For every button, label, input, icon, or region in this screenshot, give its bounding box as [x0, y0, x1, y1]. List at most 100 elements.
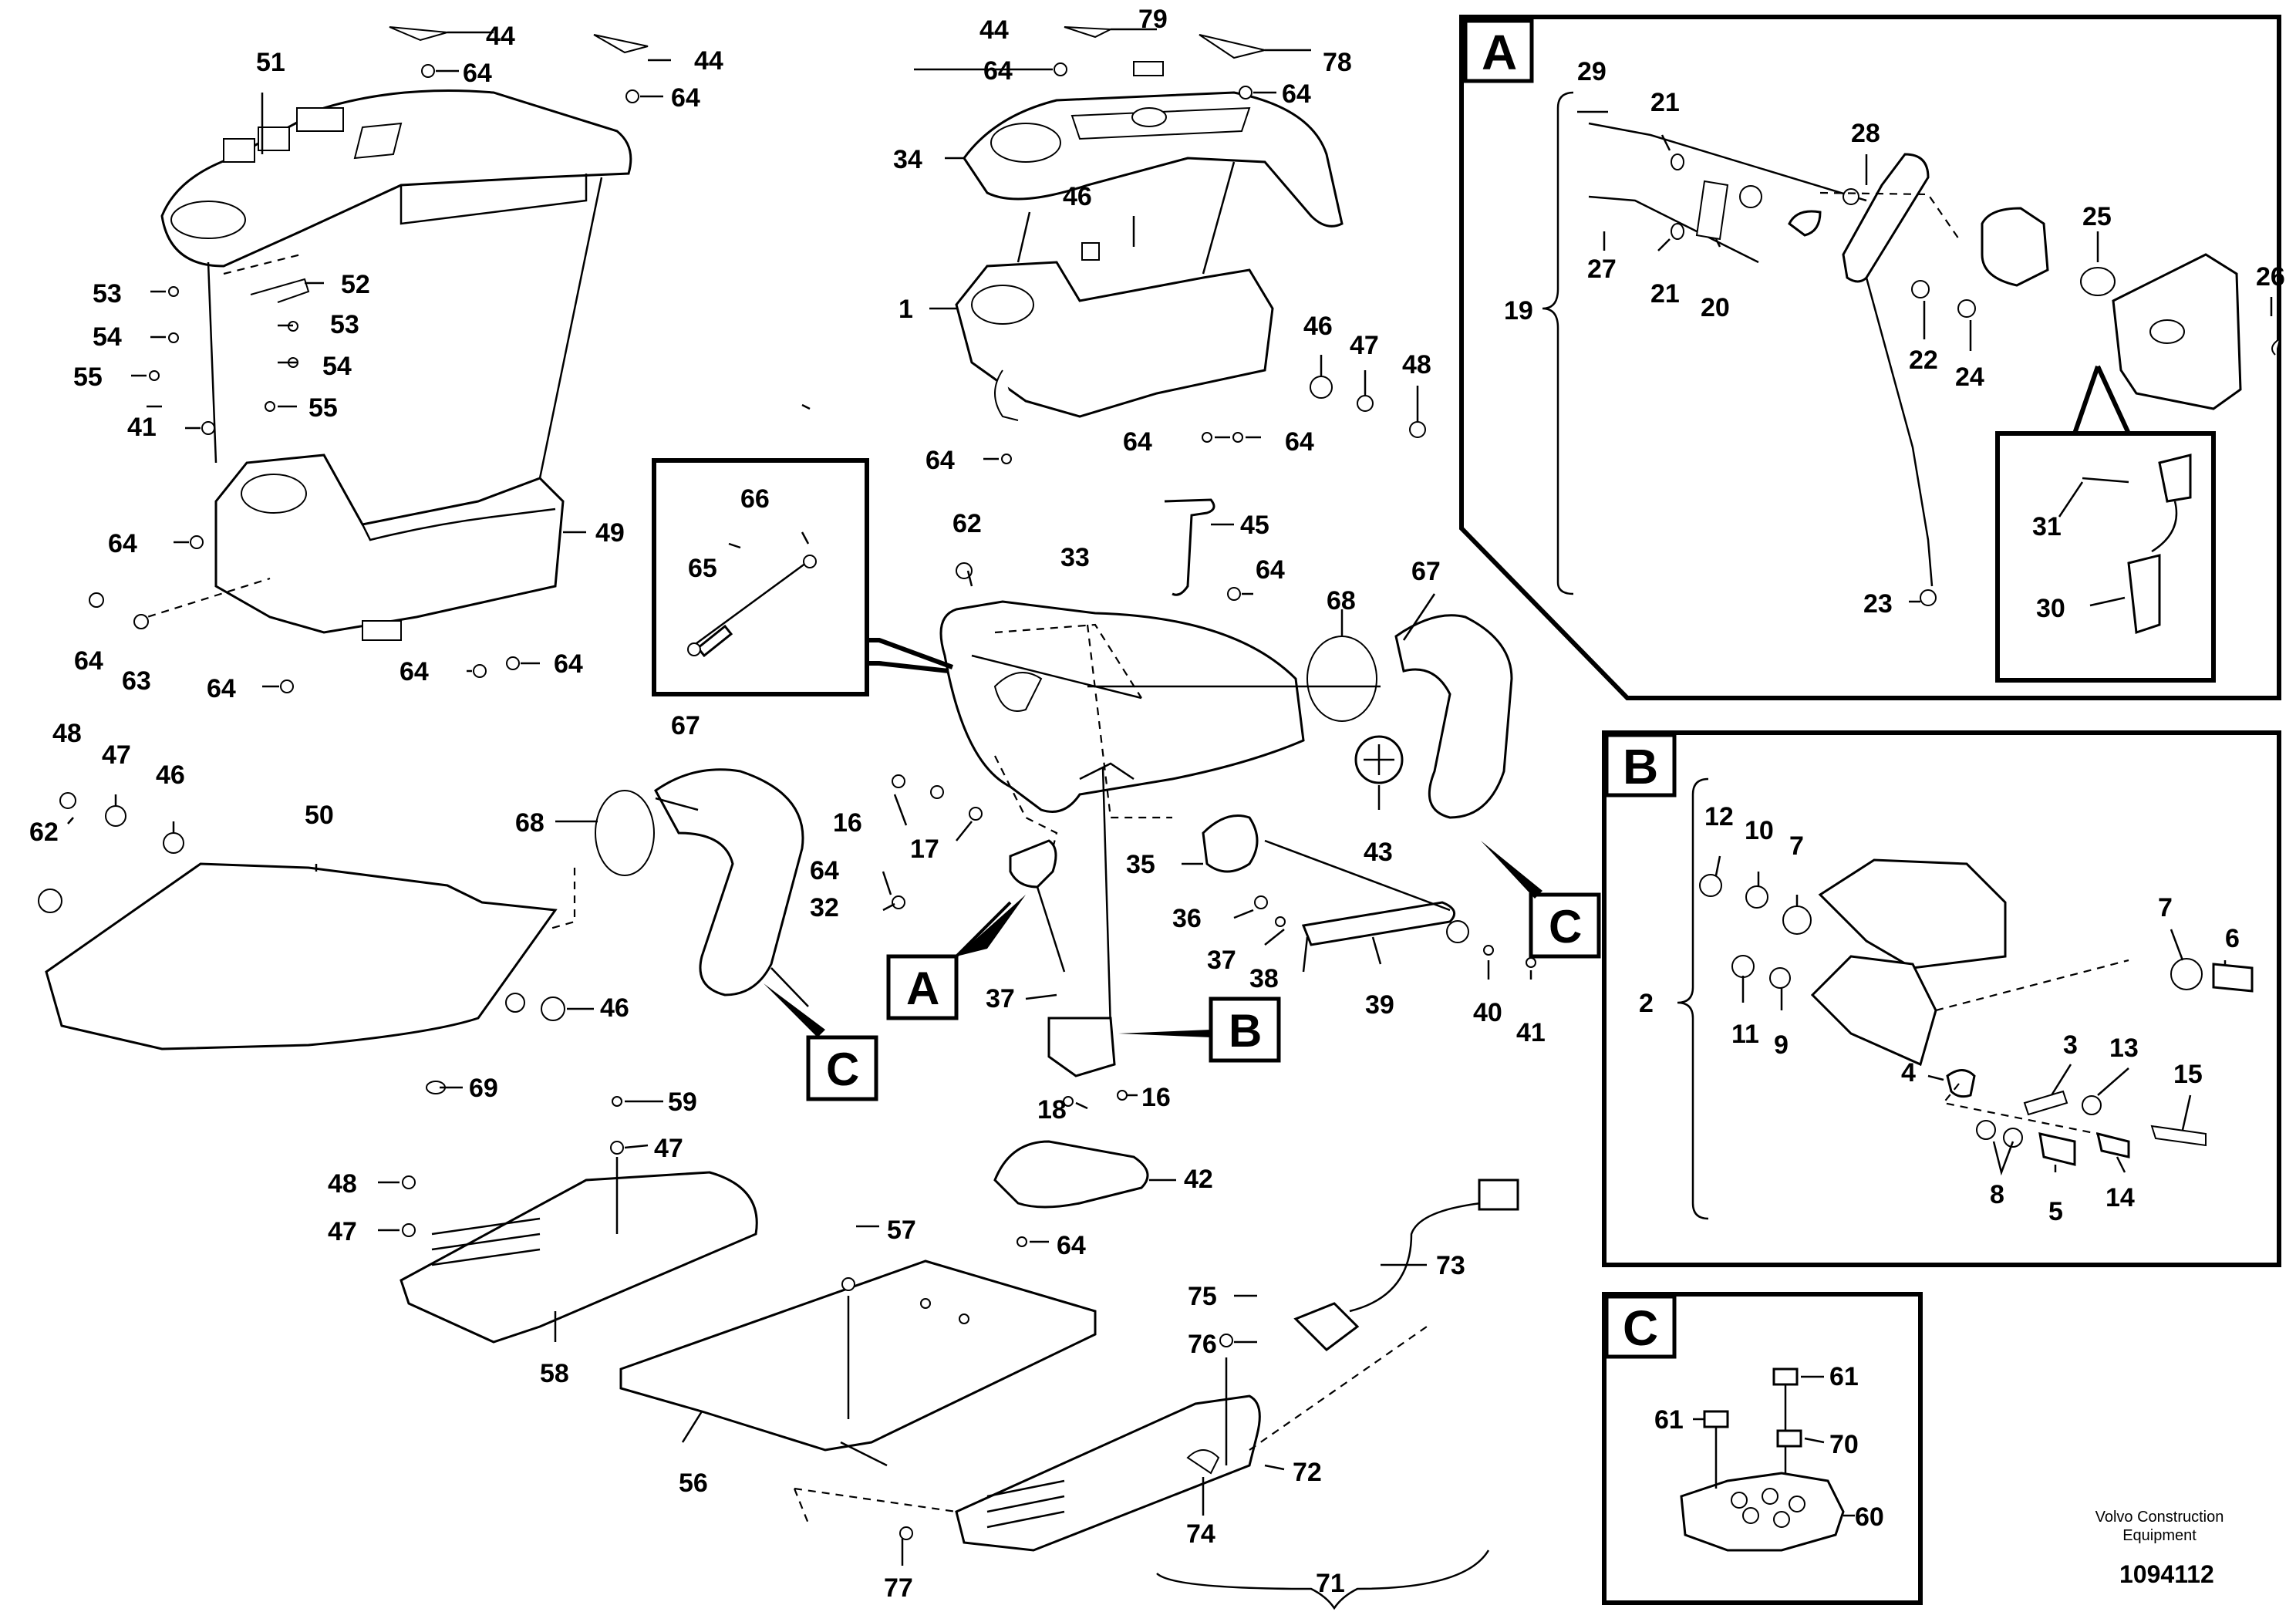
ref-box-c-left [764, 983, 878, 1101]
label-75: 75 [1188, 1282, 1217, 1311]
leader-lines [67, 28, 2273, 1566]
label-64-c: 64 [108, 529, 137, 558]
label-54-b: 54 [322, 352, 352, 381]
label-56: 56 [679, 1469, 708, 1498]
side-cover-50 [38, 792, 565, 1094]
inset-b [1602, 730, 2281, 1267]
brand-text: Volvo Construction Equipment [2095, 1509, 2224, 1544]
label-51: 51 [256, 48, 285, 77]
fastener-icons-top-center [1001, 26, 1426, 464]
clamp-68-lower [595, 790, 655, 876]
label-13: 13 [2109, 1034, 2139, 1063]
label-53-a: 53 [93, 279, 122, 309]
label-79: 79 [1138, 5, 1168, 34]
label-37-a: 37 [1207, 946, 1236, 975]
label-16-b: 16 [1141, 1083, 1171, 1112]
ref-a-letter: A [906, 963, 939, 1014]
label-64-i: 64 [1282, 79, 1311, 109]
plate-56 [619, 1259, 1097, 1467]
label-47-b: 47 [102, 740, 131, 770]
lever-39 [1301, 901, 1469, 946]
label-33: 33 [1060, 543, 1090, 572]
sensor-73 [1293, 1179, 1519, 1351]
gas-spring-inset [652, 458, 954, 696]
console-cover-51 [160, 89, 632, 268]
label-64-k: 64 [1285, 427, 1314, 457]
label-64-m: 64 [1256, 555, 1285, 585]
label-55-a: 55 [73, 363, 103, 392]
label-62-a: 62 [952, 509, 982, 538]
label-38: 38 [1249, 964, 1279, 993]
duct-67-lower [654, 768, 804, 996]
label-42: 42 [1184, 1165, 1213, 1194]
label-74: 74 [1186, 1519, 1215, 1549]
label-60: 60 [1855, 1502, 1884, 1532]
center-connector-lines [892, 562, 1536, 1030]
label-8: 8 [1990, 1180, 2004, 1209]
label-5: 5 [2048, 1197, 2063, 1226]
label-46-a: 46 [1063, 182, 1092, 211]
label-21-b: 21 [1650, 279, 1680, 309]
label-61-b: 61 [1654, 1405, 1684, 1435]
label-31: 31 [2032, 512, 2062, 541]
label-45: 45 [1240, 511, 1269, 540]
inset-letters: A B C A B C C [826, 25, 1658, 1356]
label-15: 15 [2173, 1060, 2203, 1089]
document-number: 1094112 [2119, 1560, 2214, 1588]
label-64-g: 64 [554, 649, 583, 679]
label-53-b: 53 [330, 310, 359, 339]
duct-67-upper [1394, 614, 1513, 819]
label-19: 19 [1504, 296, 1533, 325]
label-48-a: 48 [1402, 350, 1431, 379]
label-67-b: 67 [671, 711, 700, 740]
label-68-b: 68 [515, 808, 544, 838]
label-21-a: 21 [1650, 88, 1680, 117]
label-2: 2 [1639, 989, 1654, 1018]
label-64-f: 64 [400, 657, 429, 686]
ref-box-c-right [1481, 841, 1601, 959]
label-59: 59 [668, 1088, 697, 1117]
label-57: 57 [887, 1216, 916, 1245]
label-41-b: 41 [1516, 1018, 1546, 1047]
label-35: 35 [1126, 850, 1155, 879]
label-78: 78 [1323, 48, 1352, 77]
fastener-icons-top-left [89, 26, 649, 693]
label-43: 43 [1364, 838, 1393, 867]
label-64-d: 64 [74, 646, 103, 676]
console-base-49 [214, 454, 565, 641]
label-7-b: 7 [2158, 893, 2173, 922]
bracket-45 [1164, 498, 1215, 596]
clamp-68-upper [1306, 636, 1377, 722]
label-64-e: 64 [207, 674, 236, 703]
inset-c [1602, 1292, 1923, 1605]
label-46-b: 46 [1303, 312, 1333, 341]
label-7-a: 7 [1789, 831, 1804, 861]
console-shroud-33 [939, 600, 1305, 813]
ref-c-right-letter: C [1549, 901, 1582, 953]
knob-35 [1202, 814, 1259, 873]
label-77: 77 [884, 1573, 913, 1603]
label-41-a: 41 [127, 413, 157, 442]
bottom-connector-lines [615, 1157, 1490, 1610]
label-70: 70 [1829, 1430, 1859, 1459]
footer: Volvo Construction Equipment 1094112 [2095, 1509, 2224, 1588]
ref-box-b [1118, 996, 1281, 1063]
label-64-h: 64 [983, 56, 1013, 86]
label-16-a: 16 [833, 808, 862, 838]
label-26: 26 [2256, 262, 2285, 292]
part-labels: 44 44 51 64 64 53 52 54 53 55 54 55 41 4… [29, 5, 2285, 1603]
label-11: 11 [1731, 1020, 1759, 1049]
label-40: 40 [1473, 998, 1502, 1027]
label-55-b: 55 [308, 393, 338, 423]
label-52: 52 [341, 270, 370, 299]
console-cover-34 [963, 91, 1344, 228]
label-64-n: 64 [810, 856, 839, 885]
vent-43 [1354, 735, 1404, 784]
ref-c-left-letter: C [826, 1044, 859, 1095]
label-1: 1 [899, 295, 913, 324]
label-3: 3 [2063, 1030, 2078, 1060]
label-68-a: 68 [1327, 586, 1356, 615]
label-72: 72 [1293, 1458, 1322, 1487]
label-39: 39 [1365, 990, 1394, 1020]
